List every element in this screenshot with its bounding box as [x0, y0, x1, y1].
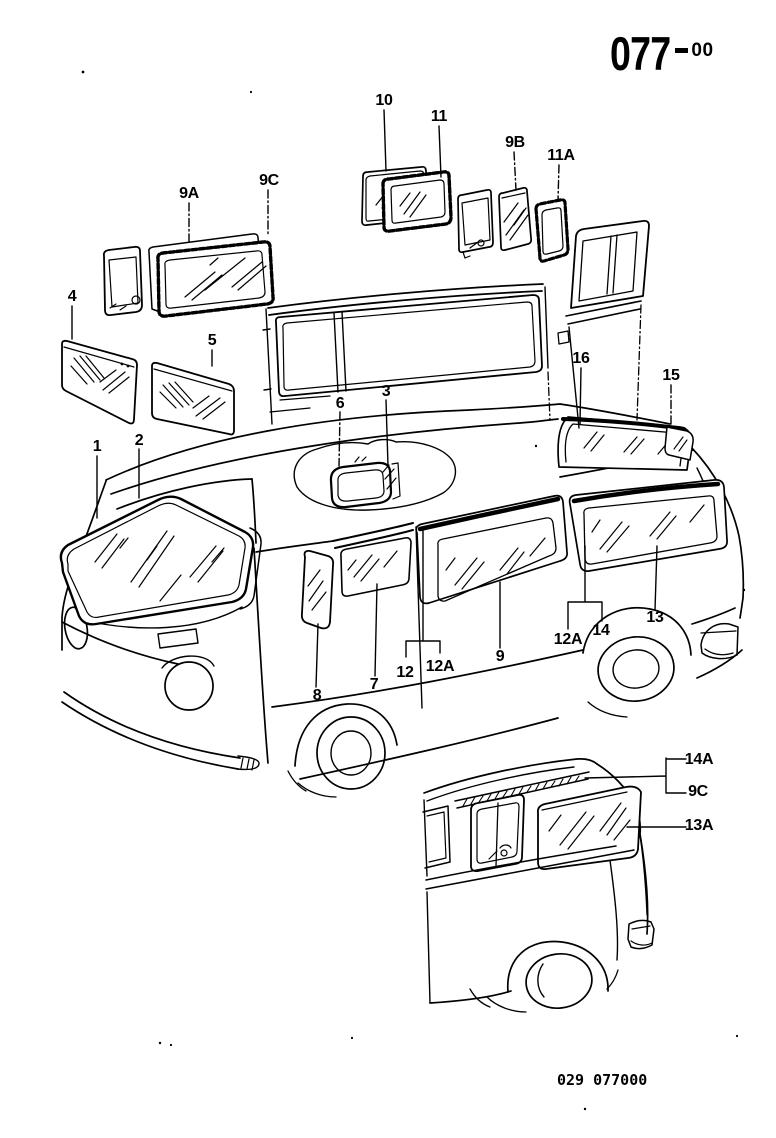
paper-specks: [81, 70, 746, 1111]
front-door-window: [332, 522, 414, 597]
header-dash: [675, 48, 689, 53]
page-code: 00: [691, 40, 714, 61]
quarter-slider-window: [470, 793, 525, 873]
quarter-glass-13a: [536, 785, 642, 871]
seal-frame-11a: [534, 198, 570, 263]
rear-side-window: [568, 479, 728, 572]
callout-label-6: 6: [335, 395, 345, 412]
callout-label-12a-2: 12A: [553, 631, 583, 648]
door-glass-panel-9a: [148, 233, 275, 318]
group-code: 077: [610, 27, 671, 80]
callout-label-14a: 14A: [684, 751, 714, 768]
callout-label-16: 16: [572, 350, 590, 367]
callout-pointer-lines: [71, 109, 687, 828]
callout-label-14: 14: [592, 622, 610, 639]
callout-label-13: 13: [646, 609, 664, 626]
callout-label-9: 9: [495, 648, 505, 665]
callout-label-5: 5: [207, 332, 217, 349]
callout-label-12: 12: [396, 664, 414, 681]
page-header: 077 00: [610, 30, 714, 77]
callout-label-9b: 9B: [505, 134, 525, 151]
callout-label-9c: 9C: [259, 172, 279, 189]
rear-quarter-illustration: [422, 758, 655, 1013]
windshield-glass: [59, 495, 255, 626]
framed-pane-11: [381, 170, 453, 233]
callout-label-15: 15: [662, 367, 680, 384]
sliding-door-window: [262, 283, 551, 425]
footer-code-left: 029: [557, 1071, 585, 1089]
roof-vent-window: [293, 438, 457, 511]
cab-door-frame: [557, 219, 650, 429]
main-bus-illustration: [59, 403, 745, 798]
rear-window-assembly: [557, 416, 694, 471]
callout-label-13a: 13A: [684, 817, 714, 834]
callout-label-4: 4: [67, 288, 77, 305]
rear-corner-window: [664, 426, 694, 461]
door-vent-glass: [300, 549, 335, 630]
callout-label-3: 3: [381, 383, 391, 400]
callout-label-1: 1: [92, 438, 102, 455]
callout-label-7: 7: [369, 676, 379, 693]
glass-pane-9b: [498, 186, 533, 252]
glass-pane-4: [61, 339, 138, 425]
callout-label-10: 10: [375, 92, 393, 109]
callout-label-9c-2: 9C: [688, 783, 708, 800]
vent-window-frame: [102, 245, 143, 317]
callout-label-11: 11: [430, 108, 448, 125]
callout-label-2: 2: [134, 432, 144, 449]
footer-code-right: 077000: [593, 1071, 648, 1089]
centre-side-window: [415, 494, 568, 605]
callout-label-12a: 12A: [425, 658, 455, 675]
callout-label-9a: 9A: [179, 185, 199, 202]
glass-pane-5: [151, 361, 235, 436]
callout-label-8: 8: [312, 687, 322, 704]
footer-code: 029 077000: [557, 1073, 647, 1088]
framed-pane-small: [457, 188, 494, 259]
callout-label-11a: 11A: [547, 147, 575, 164]
loose-parts: [61, 165, 650, 436]
